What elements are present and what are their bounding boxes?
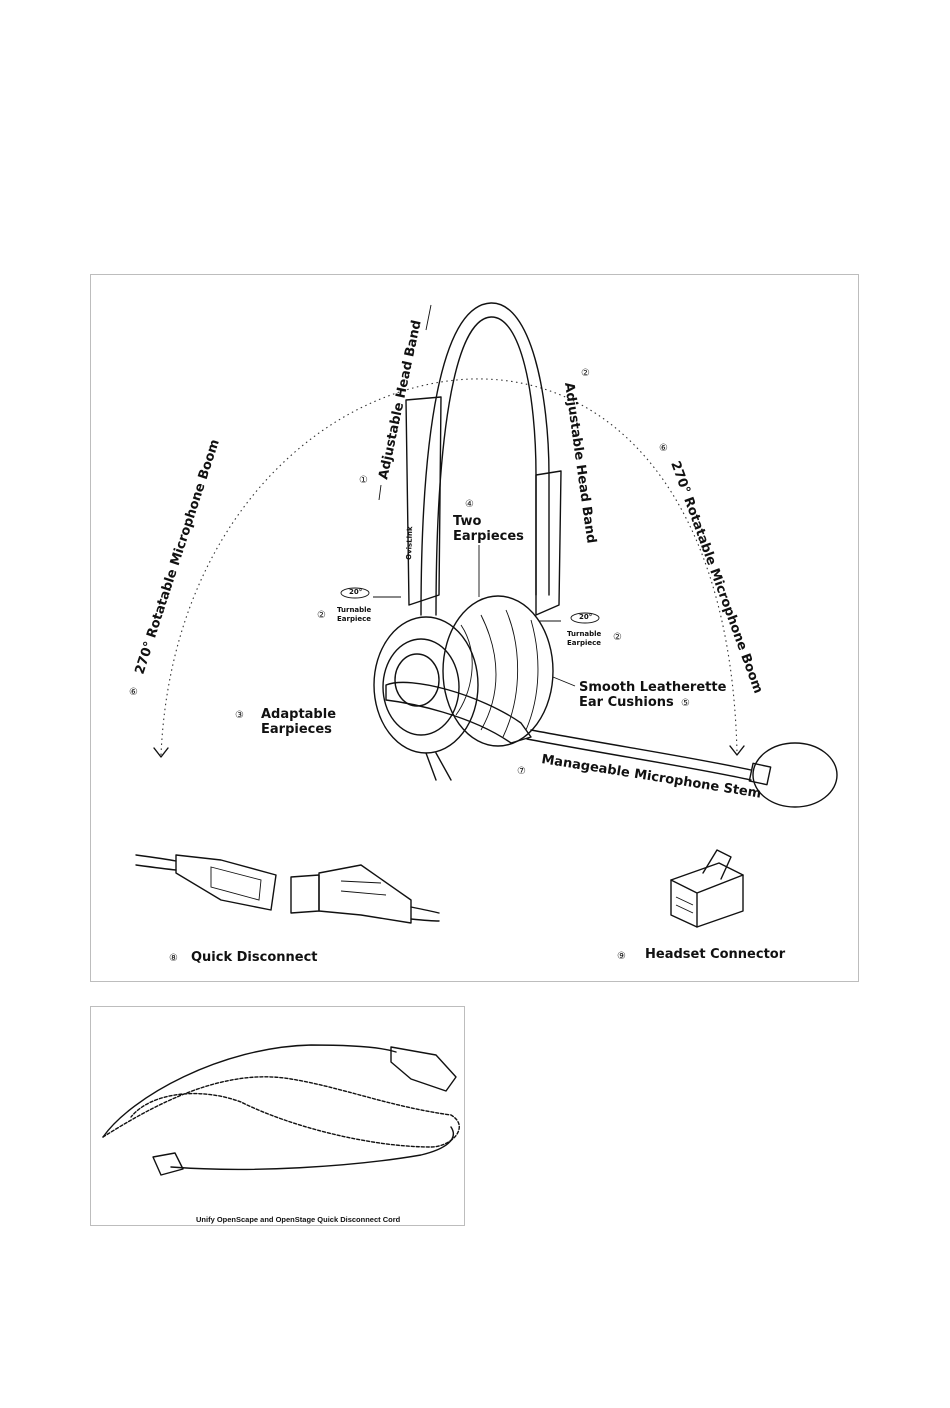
microphone-boom [385,681,838,808]
label-headset-connector: Headset Connector [645,947,786,962]
quick-disconnect-illustration [135,854,440,924]
label-adaptable-1: Adaptable [261,707,336,722]
arc-arrowhead-right [729,745,745,756]
badge-5: ⑤ [681,698,690,709]
coiled-cord-illustration: Unify OpenScape and OpenStage Quick Disc… [102,1044,460,1224]
cord-caption: Unify OpenScape and OpenStage Quick Disc… [196,1215,401,1224]
cord-panel: Unify OpenScape and OpenStage Quick Disc… [90,1006,465,1226]
qd-plug [390,1046,457,1092]
headset-diagram-panel: OvisLink Adjustable Head Band [90,274,859,982]
headset-diagram: OvisLink Adjustable Head Band [129,302,838,965]
label-turnable-left-1: Turnable [337,606,372,614]
arrow-cushions [552,676,576,687]
straight-cable-upper [102,1044,397,1138]
label-boom-right: 270° Rotatable Microphone Boom [667,459,765,695]
right-earpiece [442,595,554,747]
label-cushions-1: Smooth Leatherette [579,680,727,695]
arrow-head-band-up [425,304,432,331]
straight-cable-lower [170,1126,454,1171]
headband: OvisLink [405,302,562,616]
badge-8: ⑧ [169,953,178,964]
label-turn-deg-left: 20° [349,588,362,596]
rj-plug [152,1152,184,1176]
label-cushions-2: Ear Cushions [579,695,674,710]
label-quick-disconnect: Quick Disconnect [191,950,318,965]
badge-2-top: ② [581,368,590,379]
turn-icon-right [570,612,600,624]
label-turnable-right-1: Turnable [567,630,602,638]
arrow-head-band-down [378,484,382,501]
brand-logo: OvisLink [405,526,414,560]
badge-4: ④ [465,499,474,510]
turn-icon-left [340,587,370,599]
boom-rotation-arc [160,378,738,756]
mic-windscreen [752,742,838,808]
label-boom-left: 270° Rotatable Microphone Boom [133,438,223,677]
label-turnable-right-2: Earpiece [567,639,601,647]
badge-2-left: ② [317,610,326,621]
left-earpiece [373,616,479,781]
arc-arrowhead-left [153,747,169,758]
label-mic-stem: Manageable Microphone Stem [540,752,762,802]
badge-6-right: ⑥ [659,443,668,454]
label-turn-deg-right: 20° [579,613,592,621]
badge-7: ⑦ [517,766,526,777]
label-head-band-right: Adjustable Head Band [561,381,598,544]
badge-2-right: ② [613,632,622,643]
badge-1: ① [359,475,368,486]
label-adaptable-2: Earpieces [261,722,332,737]
label-two-earpieces-2: Earpieces [453,529,524,544]
label-two-earpieces-1: Two [453,514,481,529]
badge-9: ⑨ [617,951,626,962]
label-head-band-left: Adjustable Head Band [376,319,424,481]
label-turnable-left-2: Earpiece [337,615,371,623]
badge-6-left: ⑥ [129,687,138,698]
rj-connector-illustration [670,849,744,928]
coiled-section [102,1076,460,1148]
badge-3: ③ [235,710,244,721]
